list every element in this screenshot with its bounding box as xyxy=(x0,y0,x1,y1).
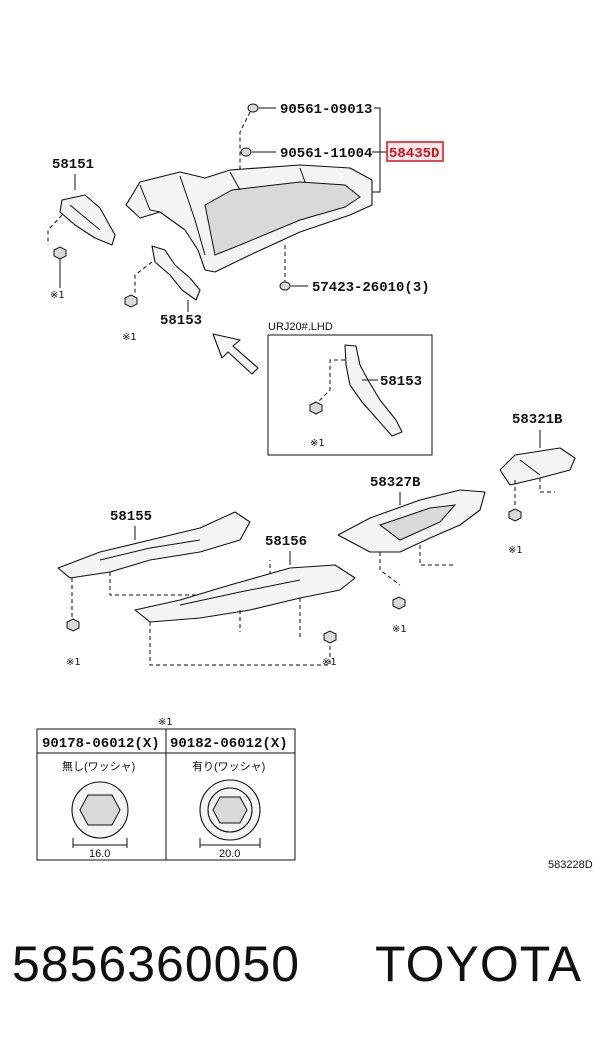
callout-58435d[interactable]: 58435D xyxy=(389,146,439,162)
dash-guide-58155 xyxy=(71,560,271,620)
product-footer: 5856360050 TOYOTA xyxy=(0,905,600,1045)
nut-with-washer-icon xyxy=(199,779,261,848)
nut-58153 xyxy=(124,294,138,308)
note-mark-58155: ※1 xyxy=(66,657,81,668)
nut-57423 xyxy=(279,281,291,291)
callout-58151[interactable]: 58151 xyxy=(52,157,94,173)
dash-guide-58153 xyxy=(134,261,153,295)
nut-58327b xyxy=(392,596,406,610)
callout-57423[interactable]: 57423-26010(3) xyxy=(312,280,430,296)
inset-arrow xyxy=(212,333,259,375)
note-mark-58327b: ※1 xyxy=(392,624,407,635)
part-58151[interactable] xyxy=(59,194,116,246)
callout-58155[interactable]: 58155 xyxy=(110,509,152,525)
legend-left-dim: 16.0 xyxy=(89,848,110,860)
legend-right-dim: 20.0 xyxy=(219,848,240,860)
dash-guide-58151 xyxy=(47,214,63,245)
legend-right-part[interactable]: 90182-06012(X) xyxy=(170,736,288,752)
brand-name: TOYOTA xyxy=(375,936,582,992)
legend-right-desc: 有り(ワッシャ) xyxy=(192,759,265,773)
diagram-code: 583228D xyxy=(548,859,593,871)
part-58156[interactable] xyxy=(134,564,356,623)
legend-header-mark: ※1 xyxy=(158,717,173,728)
part-58327b[interactable] xyxy=(337,489,486,553)
callout-90561-09013[interactable]: 90561-09013 xyxy=(280,102,372,118)
nut-without-washer-icon xyxy=(71,781,129,848)
clip-90561-11004 xyxy=(240,147,276,157)
dash-guide-58321b xyxy=(514,478,555,505)
note-mark-58321b: ※1 xyxy=(508,545,523,556)
nut-58156 xyxy=(323,630,337,644)
dash-guide-58327b xyxy=(379,545,455,586)
fastener-legend-table xyxy=(36,728,296,861)
part-58321b[interactable] xyxy=(499,447,576,486)
highlight-box xyxy=(386,141,444,162)
part-number: 5856360050 xyxy=(12,936,301,992)
note-mark-58153: ※1 xyxy=(122,332,137,343)
callout-58327b[interactable]: 58327B xyxy=(370,475,421,491)
callout-58153-main[interactable]: 58153 xyxy=(160,313,202,329)
part-58153-inset[interactable] xyxy=(344,344,403,437)
note-mark-58151: ※1 xyxy=(50,290,65,301)
nut-58151 xyxy=(53,246,67,260)
nut-58155 xyxy=(66,618,80,632)
inset-box xyxy=(267,334,433,456)
dash-guide-inset xyxy=(317,359,345,403)
note-mark-58156: ※1 xyxy=(322,657,337,668)
callout-58321b[interactable]: 58321B xyxy=(512,412,563,428)
legend-left-desc: 無し(ワッシャ) xyxy=(62,759,135,773)
callout-58156[interactable]: 58156 xyxy=(265,534,307,550)
inset-title: URJ20#.LHD xyxy=(268,321,333,333)
clip-90561-09013 xyxy=(247,103,276,113)
main-heat-insulator[interactable] xyxy=(125,164,373,273)
dash-guide-58156 xyxy=(149,598,331,666)
note-mark-inset: ※1 xyxy=(310,438,325,449)
legend-left-part[interactable]: 90178-06012(X) xyxy=(42,736,160,752)
callout-90561-11004[interactable]: 90561-11004 xyxy=(280,146,372,162)
nut-58321b xyxy=(508,508,522,522)
callout-58153-inset[interactable]: 58153 xyxy=(380,374,422,390)
dash-guide-top xyxy=(239,111,251,178)
parts-diagram: 90561-09013 90561-11004 58435D 57423-260… xyxy=(36,102,593,871)
nut-inset xyxy=(309,401,323,415)
part-58155[interactable] xyxy=(57,511,251,579)
part-58153-main[interactable] xyxy=(151,245,201,301)
